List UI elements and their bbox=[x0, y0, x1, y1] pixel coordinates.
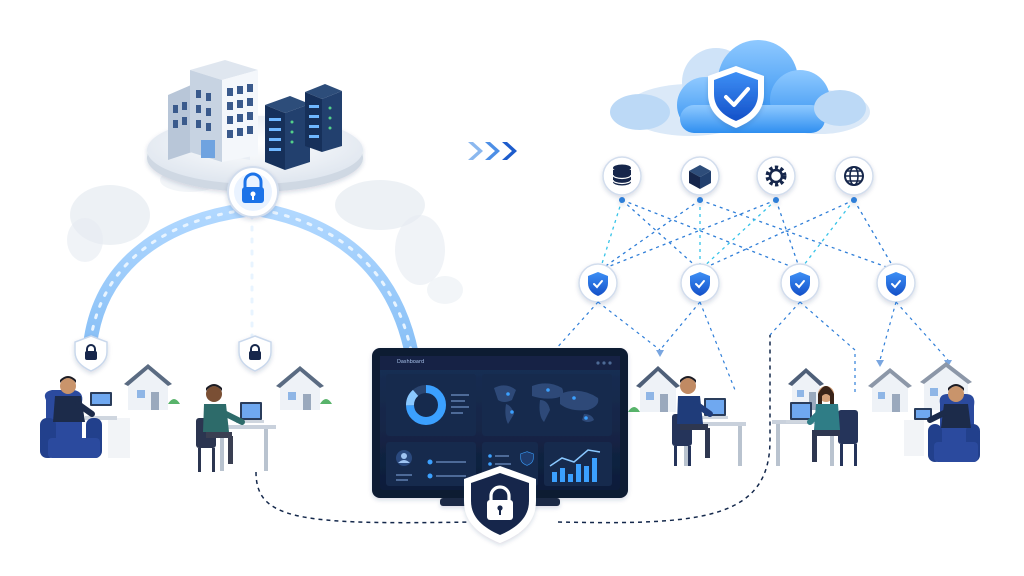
house-left-1 bbox=[124, 364, 180, 410]
house-left-2 bbox=[276, 366, 332, 410]
cube-icon bbox=[680, 156, 720, 203]
padlock-shield-icon bbox=[464, 466, 536, 543]
remote-worker-armchair-right bbox=[904, 384, 980, 462]
service-links bbox=[599, 199, 896, 271]
shield-node-2 bbox=[680, 263, 720, 303]
node-downlinks bbox=[554, 301, 949, 395]
server-racks bbox=[265, 84, 342, 170]
gear-icon bbox=[756, 156, 796, 203]
secure-tunnels bbox=[83, 203, 419, 362]
house-right-3 bbox=[868, 368, 912, 412]
globe-icon bbox=[834, 156, 874, 203]
shield-node-1 bbox=[578, 263, 618, 303]
security-dashboard-monitor bbox=[372, 348, 628, 506]
database-icon bbox=[602, 156, 642, 203]
remote-worker-armchair-left bbox=[40, 376, 130, 458]
shield-check-icon bbox=[708, 66, 764, 128]
shield-check-small-icon bbox=[521, 452, 533, 465]
house-right-1 bbox=[628, 366, 680, 412]
padlock-icon bbox=[227, 166, 279, 218]
office-building bbox=[168, 60, 258, 162]
shield-node-3 bbox=[780, 263, 820, 303]
downlink-arrowheads bbox=[656, 350, 952, 367]
house-right-2 bbox=[788, 368, 824, 410]
dashboard-header-label: Dashboard bbox=[397, 359, 425, 365]
remote-worker-desk-right-1 bbox=[672, 376, 746, 466]
remote-lock-shield-2 bbox=[238, 335, 272, 372]
remote-worker-desk-left bbox=[196, 384, 276, 472]
shield-node-4 bbox=[876, 263, 916, 303]
remote-worker-desk-right-2 bbox=[772, 386, 858, 466]
chevrons-right-icon bbox=[468, 142, 517, 160]
remote-lock-shield-1 bbox=[74, 335, 108, 372]
world-map-background bbox=[67, 168, 463, 304]
connection-dashed-bottom bbox=[255, 335, 771, 524]
